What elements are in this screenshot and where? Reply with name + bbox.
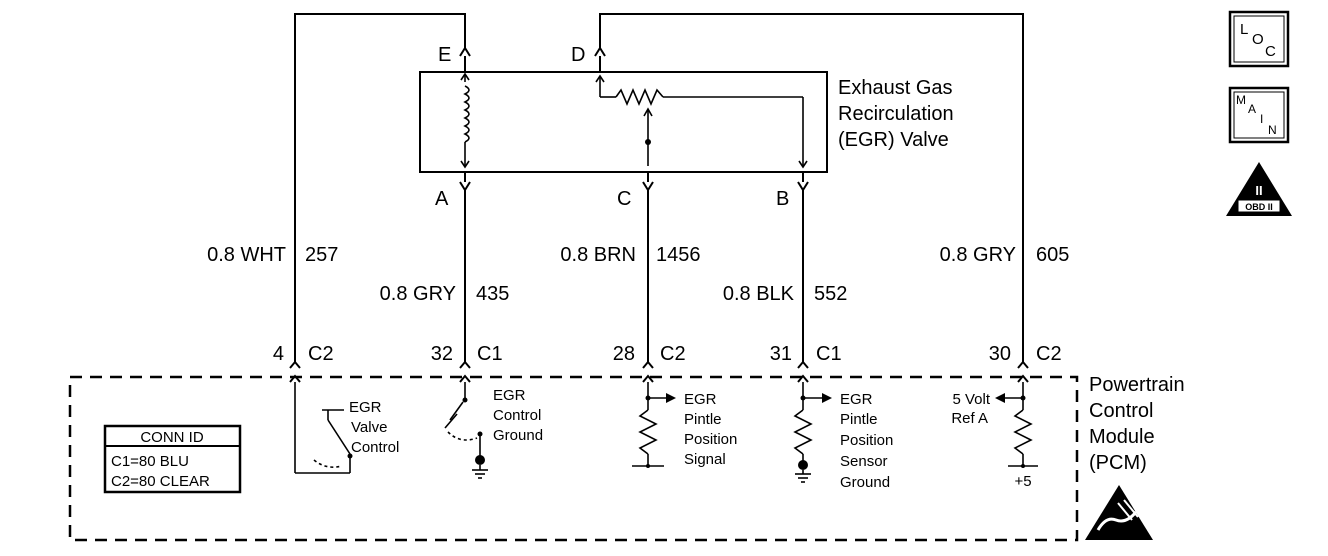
component-name-line-1: Exhaust Gas: [838, 77, 953, 99]
pcm-name-line-1: Powertrain: [1089, 374, 1185, 396]
connector-pin-28: 28: [613, 343, 635, 365]
connector-pin-31: 31: [770, 343, 792, 365]
wire-257: [294, 13, 471, 362]
connector-id-c1-pin-31: C1: [816, 343, 842, 365]
main-icon[interactable]: M A I N: [1228, 86, 1290, 144]
pcm-circuit-sensor-ground-line-3: Position: [840, 432, 893, 449]
obd-icon-roman-two: II: [1255, 183, 1262, 198]
wire-color-1456: 0.8 BRN: [560, 244, 636, 266]
pcm-circuit-control-ground-line-1: EGR: [493, 387, 526, 404]
wire-circuit-605: 605: [1036, 244, 1069, 266]
main-icon-letter-n: N: [1268, 123, 1277, 137]
pin-label-d: D: [571, 44, 585, 66]
pin-label-a: A: [435, 188, 449, 210]
esd-sensitive-icon: [1085, 485, 1153, 540]
connector-id-c1-pin-32: C1: [477, 343, 503, 365]
wire-circuit-435: 435: [476, 283, 509, 305]
pcm-circuit-pintle-signal-line-4: Signal: [684, 451, 726, 468]
pcm-circuit-control-ground-line-2: Control: [493, 407, 541, 424]
wire-color-605: 0.8 GRY: [940, 244, 1016, 266]
wire-circuit-1456: 1456: [656, 244, 701, 266]
connector-id-c2-pin-30: C2: [1036, 343, 1062, 365]
pcm-circuit-sensor-ground-line-4: Sensor: [840, 453, 888, 470]
pcm-name-line-2: Control: [1089, 400, 1153, 422]
pcm-pintle-position-signal-circuit: [632, 382, 676, 468]
pin-label-e: E: [438, 44, 451, 66]
pcm-name-line-3: Module: [1089, 426, 1155, 448]
loc-icon[interactable]: L O C: [1228, 10, 1290, 68]
obd-icon-label: OBD II: [1245, 202, 1273, 212]
connector-id-c2-pin-28: C2: [660, 343, 686, 365]
conn-id-title: CONN ID: [140, 429, 204, 446]
component-name-line-3: (EGR) Valve: [838, 129, 949, 151]
pcm-circuit-sensor-ground-line-2: Pintle: [840, 411, 878, 428]
conn-id-row-c2: C2=80 CLEAR: [111, 473, 210, 490]
connector-pin-4: 4: [273, 343, 284, 365]
wire-605: [594, 13, 1024, 362]
pcm-pintle-sensor-ground-circuit: [793, 382, 832, 462]
pcm-circuit-valve-control-line-1: EGR: [349, 399, 382, 416]
obd-ii-icon[interactable]: II OBD II: [1226, 162, 1292, 216]
connector-id-c2-pin-4: C2: [308, 343, 334, 365]
wire-color-257: 0.8 WHT: [207, 244, 286, 266]
wire-circuit-552: 552: [814, 283, 847, 305]
pcm-circuit-5v-ref-line-1: 5 Volt: [952, 391, 990, 408]
connector-pin-30: 30: [989, 343, 1011, 365]
pcm-egr-valve-control-switch: [294, 382, 353, 474]
ground-icon: [795, 460, 811, 483]
wire-1456: [642, 172, 654, 362]
egr-pintle-potentiometer-symbol: [595, 74, 808, 169]
main-icon-letter-m: M: [1236, 93, 1246, 107]
pcm-circuit-sensor-ground-line-5: Ground: [840, 474, 890, 491]
pcm-circuit-pintle-signal-line-3: Position: [684, 431, 737, 448]
loc-icon-letter-c: C: [1265, 43, 1276, 60]
wire-435: [459, 172, 471, 362]
pcm-circuit-sensor-ground-line-1: EGR: [840, 391, 873, 408]
component-name-line-2: Recirculation: [838, 103, 954, 125]
loc-icon-letter-o: O: [1252, 31, 1264, 48]
connector-pin-32: 32: [431, 343, 453, 365]
wire-color-552: 0.8 BLK: [723, 283, 795, 305]
pcm-egr-control-ground-switch: [444, 382, 483, 458]
pcm-box: [68, 375, 1079, 542]
conn-id-row-c1: C1=80 BLU: [111, 453, 189, 470]
pcm-plus5-label: +5: [1014, 473, 1031, 490]
pcm-circuit-valve-control-line-2: Valve: [351, 419, 387, 436]
pcm-circuit-5v-ref-line-2: Ref A: [951, 410, 988, 427]
pin-label-c: C: [617, 188, 631, 210]
pcm-name-line-4: (PCM): [1089, 452, 1147, 474]
loc-icon-letter-l: L: [1240, 21, 1248, 38]
main-icon-letter-a: A: [1248, 102, 1256, 116]
egr-valve-box: [419, 71, 828, 173]
pcm-connector-markers: [289, 360, 1029, 383]
egr-solenoid-coil-symbol: [460, 72, 470, 169]
ground-icon: [472, 455, 488, 479]
conn-id-table: [103, 424, 242, 494]
pcm-circuit-pintle-signal-line-1: EGR: [684, 391, 717, 408]
wire-color-435: 0.8 GRY: [380, 283, 456, 305]
pcm-circuit-pintle-signal-line-2: Pintle: [684, 411, 722, 428]
wire-552: [797, 172, 809, 362]
pcm-5v-reference-circuit: [995, 382, 1038, 468]
pin-label-b: B: [776, 188, 789, 210]
main-icon-letter-i: I: [1260, 112, 1263, 126]
pcm-circuit-control-ground-line-3: Ground: [493, 427, 543, 444]
pcm-circuit-valve-control-line-3: Control: [351, 439, 399, 456]
wire-circuit-257: 257: [305, 244, 338, 266]
